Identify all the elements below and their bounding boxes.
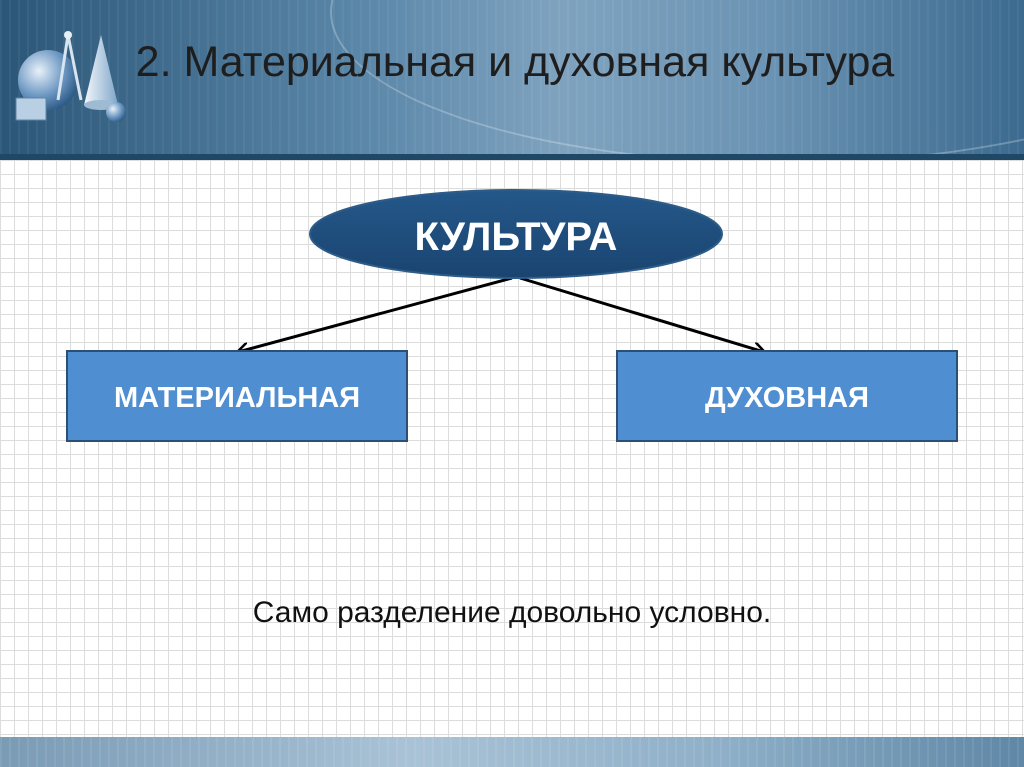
header-divider	[0, 154, 1024, 160]
arrow-to-spiritual	[519, 276, 764, 352]
arrow-to-material	[238, 276, 513, 352]
node-spiritual: ДУХОВНАЯ	[616, 350, 958, 442]
root-node-label: КУЛЬТУРА	[415, 215, 618, 259]
slide-footer	[0, 737, 1024, 767]
node-material: МАТЕРИАЛЬНАЯ	[66, 350, 408, 442]
slide-title: 2. Материальная и духовная культура	[135, 38, 895, 86]
footer-stripes	[0, 737, 1024, 767]
geometry-logo-icon	[15, 31, 126, 122]
slide-header: 2. Материальная и духовная культура	[0, 0, 1024, 160]
node-material-label: МАТЕРИАЛЬНАЯ	[114, 382, 360, 414]
root-node: КУЛЬТУРА	[309, 189, 723, 279]
node-spiritual-label: ДУХОВНАЯ	[705, 382, 869, 414]
note-text: Само разделение довольно условно.	[252, 596, 772, 629]
